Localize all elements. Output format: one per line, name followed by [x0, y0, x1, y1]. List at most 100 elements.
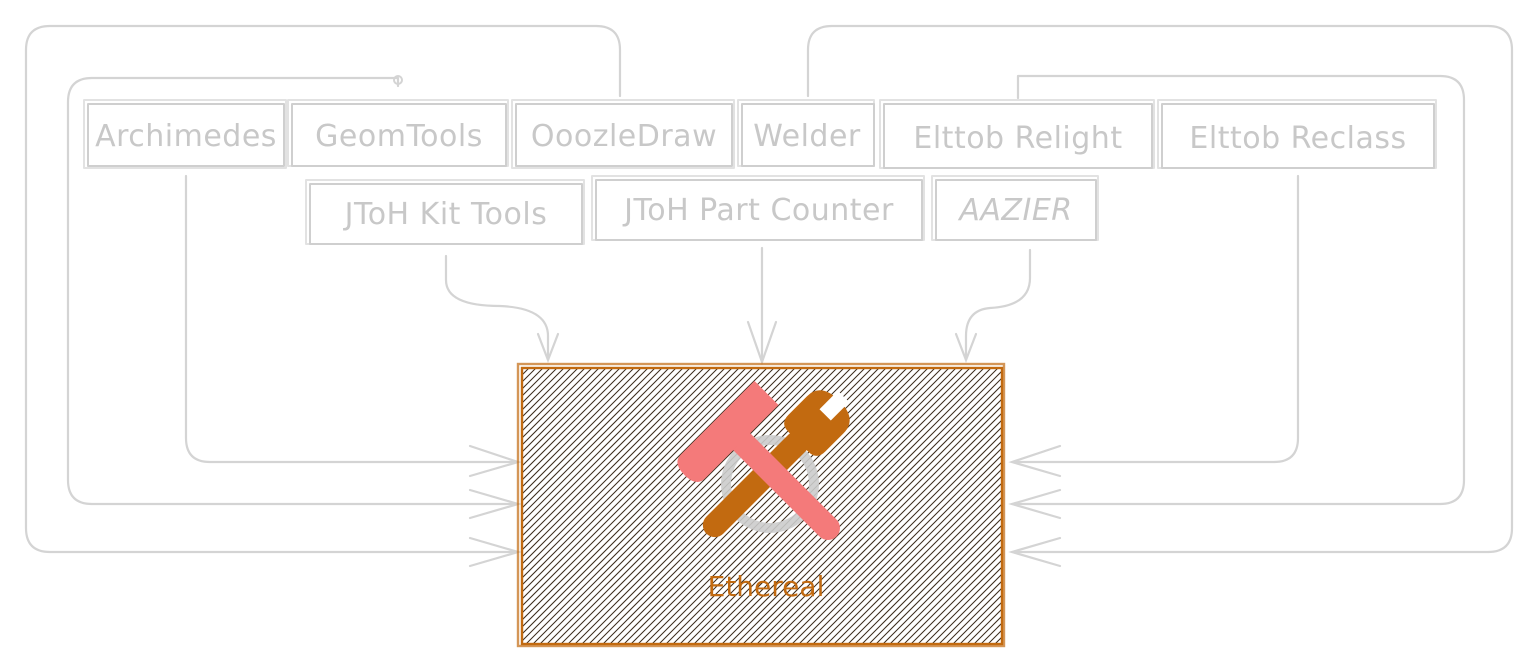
hatch-line	[637, 368, 915, 644]
hatch-line	[539, 368, 817, 644]
hatch-line	[910, 552, 1002, 644]
hatch-line	[840, 482, 1002, 644]
hatch-line	[1156, 368, 1432, 644]
hatch-line	[1058, 368, 1334, 644]
hatch-line	[644, 368, 922, 644]
tool-jtoh-part-counter[interactable]: JToH Part Counter	[591, 175, 925, 241]
tool-label: JToH Kit Tools	[343, 197, 548, 232]
hatch-line	[522, 368, 530, 376]
hatch-line	[522, 368, 607, 453]
hatch-line	[847, 489, 1002, 644]
hatch-line	[735, 377, 1002, 644]
connector-archimedes	[184, 174, 518, 464]
hatch-line	[522, 368, 558, 404]
hatch-line	[1170, 368, 1446, 644]
tool-elttob-reclass[interactable]: Elttob Reclass	[1157, 99, 1437, 169]
hatch-line	[1037, 368, 1313, 644]
hatch-line	[522, 368, 698, 544]
hatch-line	[1163, 368, 1439, 644]
hatch-line	[1191, 368, 1467, 644]
tool-archimedes[interactable]: Archimedes	[83, 99, 287, 169]
tool-label: OoozleDraw	[531, 119, 717, 154]
hatch-line	[1100, 368, 1376, 644]
hatch-line	[1275, 368, 1538, 644]
hatch-line	[1247, 368, 1523, 644]
hatch-line	[522, 368, 579, 425]
tool-aazier[interactable]: AAZIER	[931, 175, 1099, 241]
connector-middle-right	[1012, 74, 1466, 506]
hatch-line	[1212, 368, 1488, 644]
connector-aazier	[964, 248, 1032, 360]
tool-welder[interactable]: Welder	[737, 99, 875, 167]
hatch-line	[1240, 368, 1516, 644]
hatch-line	[522, 368, 691, 537]
tool-elttob-relight[interactable]: Elttob Relight	[879, 99, 1155, 169]
tool-label: Elttob Reclass	[1189, 121, 1406, 156]
hatch-line	[987, 629, 1002, 644]
connector-outer-right	[806, 24, 1514, 554]
hatch-line	[889, 531, 1002, 644]
hatch-line	[522, 368, 544, 390]
hatch-line	[1016, 368, 1292, 644]
hatch-line	[1128, 368, 1404, 644]
hatch-line	[1177, 368, 1453, 644]
hatch-line	[522, 368, 649, 495]
hatch-line	[1198, 368, 1474, 644]
hatch-line	[522, 368, 593, 439]
hatch-line	[1184, 368, 1460, 644]
hatch-line	[945, 587, 1002, 644]
hatch-line	[924, 566, 1002, 644]
hatch-line	[522, 368, 768, 614]
hatch-line	[994, 636, 1002, 644]
hatch-line	[903, 545, 1002, 644]
hatch-line	[1121, 368, 1397, 644]
hatch-line	[522, 368, 712, 558]
hatch-line	[522, 368, 586, 432]
tool-oozledraw[interactable]: OoozleDraw	[511, 99, 735, 169]
tool-jtoh-kit-tools[interactable]: JToH Kit Tools	[305, 179, 585, 245]
hatch-line	[805, 447, 1002, 644]
hatch-line	[756, 398, 1002, 644]
hatch-line	[1268, 368, 1538, 644]
hatch-line	[1044, 368, 1320, 644]
hatch-line	[1254, 368, 1530, 644]
connector-jtoh-kit-tools	[444, 254, 550, 360]
hub-label: Ethereal	[708, 570, 825, 603]
hatch-line	[1233, 368, 1509, 644]
hatch-line	[763, 405, 1002, 644]
hatch-line	[1261, 368, 1537, 644]
hatch-line	[1142, 368, 1418, 644]
hatch-line	[1107, 368, 1383, 644]
hatch-line	[875, 517, 1002, 644]
hatch-line	[1072, 368, 1348, 644]
tool-label: Welder	[753, 119, 861, 154]
hatch-line	[1086, 368, 1362, 644]
hatch-line	[1051, 368, 1327, 644]
hatch-line	[791, 433, 1002, 644]
hatch-line	[917, 559, 1002, 644]
hammer-and-wrench-icon	[677, 380, 850, 540]
hatch-line	[553, 368, 831, 644]
hatch-line	[1093, 368, 1369, 644]
tool-geomtools[interactable]: GeomTools	[287, 99, 509, 167]
hatch-line	[630, 368, 908, 644]
hatch-line	[522, 368, 740, 586]
hatch-line	[812, 454, 1002, 644]
hatch-line	[714, 368, 992, 644]
hatch-line	[686, 368, 964, 644]
hatch-line	[522, 368, 747, 593]
hatch-line	[522, 368, 628, 474]
hatch-line	[966, 608, 1002, 644]
hatch-line	[707, 368, 985, 644]
hatch-line	[522, 368, 642, 488]
hatch-line	[833, 475, 1002, 644]
hub-ethereal[interactable]: Ethereal	[246, 362, 1538, 648]
connector-middle-left	[66, 76, 518, 506]
hatch-line	[721, 368, 999, 644]
tool-label: AAZIER	[957, 193, 1072, 228]
hatch-line	[798, 440, 1002, 644]
hatch-line	[546, 368, 824, 644]
hatch-line	[868, 510, 1002, 644]
hatch-line	[784, 426, 1002, 644]
